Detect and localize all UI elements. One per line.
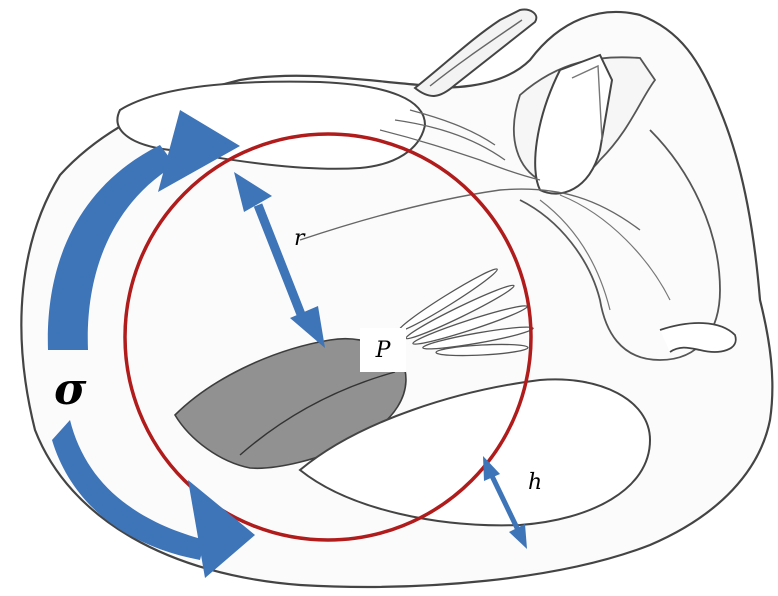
thickness-label: h bbox=[528, 470, 542, 495]
radius-label: r bbox=[294, 226, 305, 251]
sigma-label: σ bbox=[54, 364, 86, 415]
pressure-label: P bbox=[360, 328, 406, 372]
outflow-notch bbox=[660, 323, 736, 352]
